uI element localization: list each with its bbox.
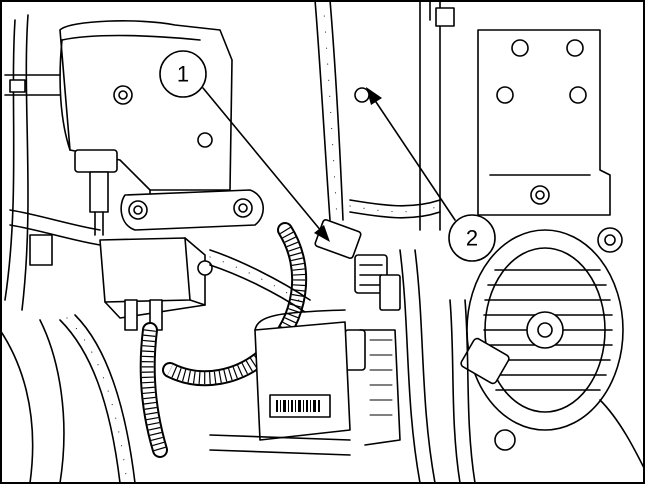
arrowhead-2 xyxy=(366,87,382,105)
mounting-bracket xyxy=(120,189,264,231)
callout-2: 2 xyxy=(448,214,496,262)
alternator xyxy=(460,227,624,451)
relay-box xyxy=(99,237,213,331)
sensor-connector xyxy=(74,149,118,236)
callout-circle-1 xyxy=(159,50,207,98)
ecu-module xyxy=(209,309,401,456)
taped-wires xyxy=(59,0,441,484)
callout-leaders xyxy=(202,87,456,242)
callout-1: 1 xyxy=(159,50,207,98)
lower-hoses xyxy=(399,249,645,484)
upper-right-bracket xyxy=(419,0,611,231)
callout-label-2: 2 xyxy=(466,226,478,251)
left-coolant-pipes xyxy=(0,14,101,484)
callout-circle-2 xyxy=(448,214,496,262)
leader-line-1 xyxy=(202,87,323,233)
engine-housing xyxy=(59,20,233,211)
barcode-label xyxy=(276,400,320,412)
callout-label-1: 1 xyxy=(177,62,189,87)
leader-line-2 xyxy=(373,98,456,221)
arrowhead-1 xyxy=(314,225,330,242)
target-grommet xyxy=(354,87,370,103)
